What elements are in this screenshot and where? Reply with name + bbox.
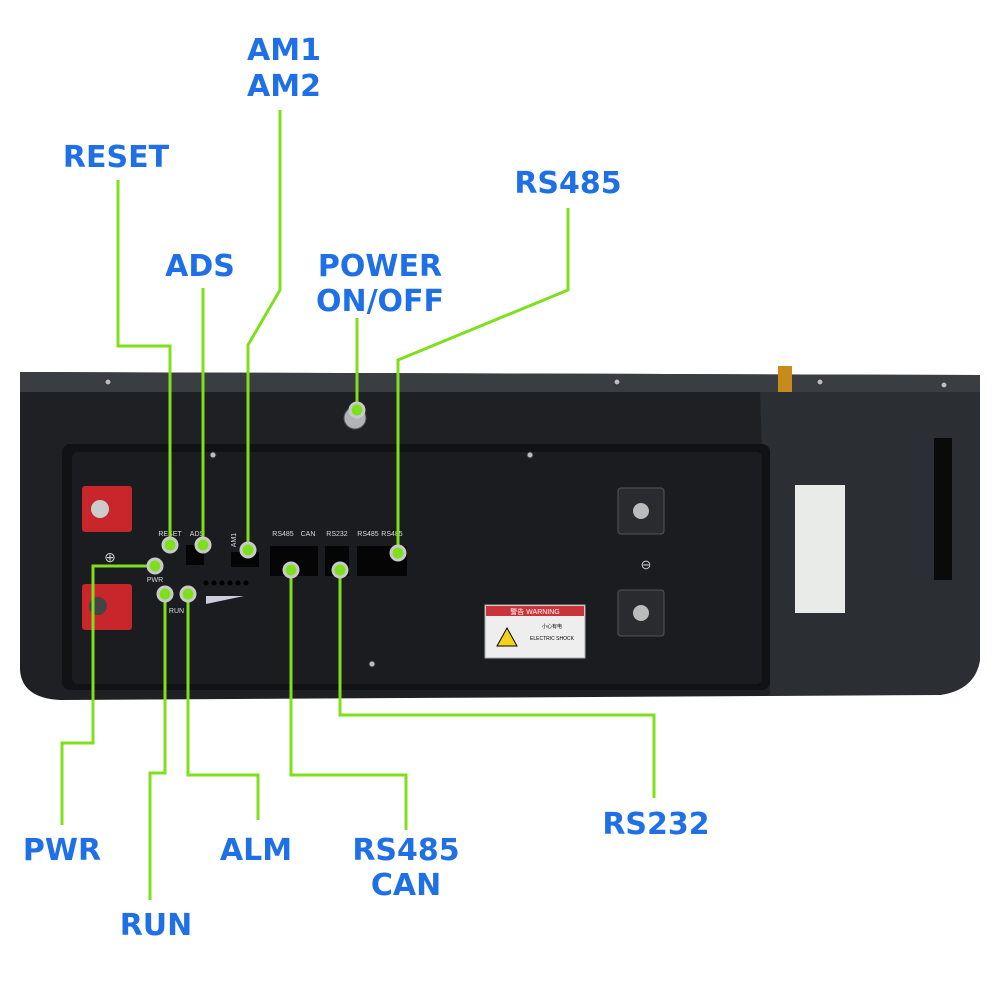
side-handle bbox=[934, 438, 952, 580]
callout-ads: ADS bbox=[165, 249, 235, 284]
minus-icon: ⊖ bbox=[641, 557, 652, 572]
warning-label: 警告 WARNING 小心有电 ELECTRIC SHOCK bbox=[484, 604, 586, 659]
negative-terminal-right-1 bbox=[617, 487, 665, 535]
panel-label-rs232: RS232 bbox=[326, 531, 348, 538]
side-sticker bbox=[795, 485, 845, 613]
battery-body bbox=[20, 366, 980, 700]
warning-header: 警告 WARNING bbox=[510, 607, 560, 616]
callout-pwr: PWR bbox=[23, 833, 101, 868]
panel-label-rs485: RS485 bbox=[272, 531, 294, 538]
callout-rs485-top: RS485 bbox=[514, 166, 621, 201]
panel-label-rs485-2: RS485 bbox=[357, 531, 379, 538]
plus-icon: ⊕ bbox=[104, 549, 116, 565]
positive-terminal bbox=[82, 486, 132, 532]
negative-terminal-left bbox=[82, 584, 132, 630]
callout-rs485-can-2: CAN bbox=[371, 868, 441, 903]
callout-am1: AM1 bbox=[247, 33, 321, 68]
warning-cn: 小心有电 bbox=[542, 623, 562, 630]
callout-power: POWER bbox=[318, 249, 442, 284]
callout-on-off: ON/OFF bbox=[316, 284, 444, 319]
electric-hazard-icon bbox=[496, 626, 518, 647]
soc-indicator-triangle bbox=[206, 596, 244, 604]
panel-label-pwr: PWR bbox=[147, 577, 163, 584]
panel-label-can: CAN bbox=[301, 531, 316, 538]
orange-trim bbox=[778, 366, 792, 392]
soc-led-row bbox=[203, 580, 249, 586]
callout-am2: AM2 bbox=[247, 69, 321, 104]
panel-label-ads: ADS bbox=[190, 531, 205, 538]
callout-alm: ALM bbox=[220, 833, 292, 868]
callout-reset: RESET bbox=[63, 140, 170, 175]
warning-en: ELECTRIC SHOCK bbox=[530, 636, 575, 642]
panel-label-run: RUN bbox=[169, 608, 184, 615]
callout-dots bbox=[146, 401, 407, 603]
negative-terminal-right-2 bbox=[617, 589, 665, 637]
callout-rs232: RS232 bbox=[602, 807, 709, 842]
leader-lines bbox=[60, 110, 656, 900]
panel-label-am1: AM1 bbox=[231, 533, 238, 548]
panel-label-rs485-3: RS485 bbox=[381, 531, 403, 538]
callout-rs485-can-1: RS485 bbox=[352, 833, 459, 868]
callout-run: RUN bbox=[120, 908, 193, 943]
